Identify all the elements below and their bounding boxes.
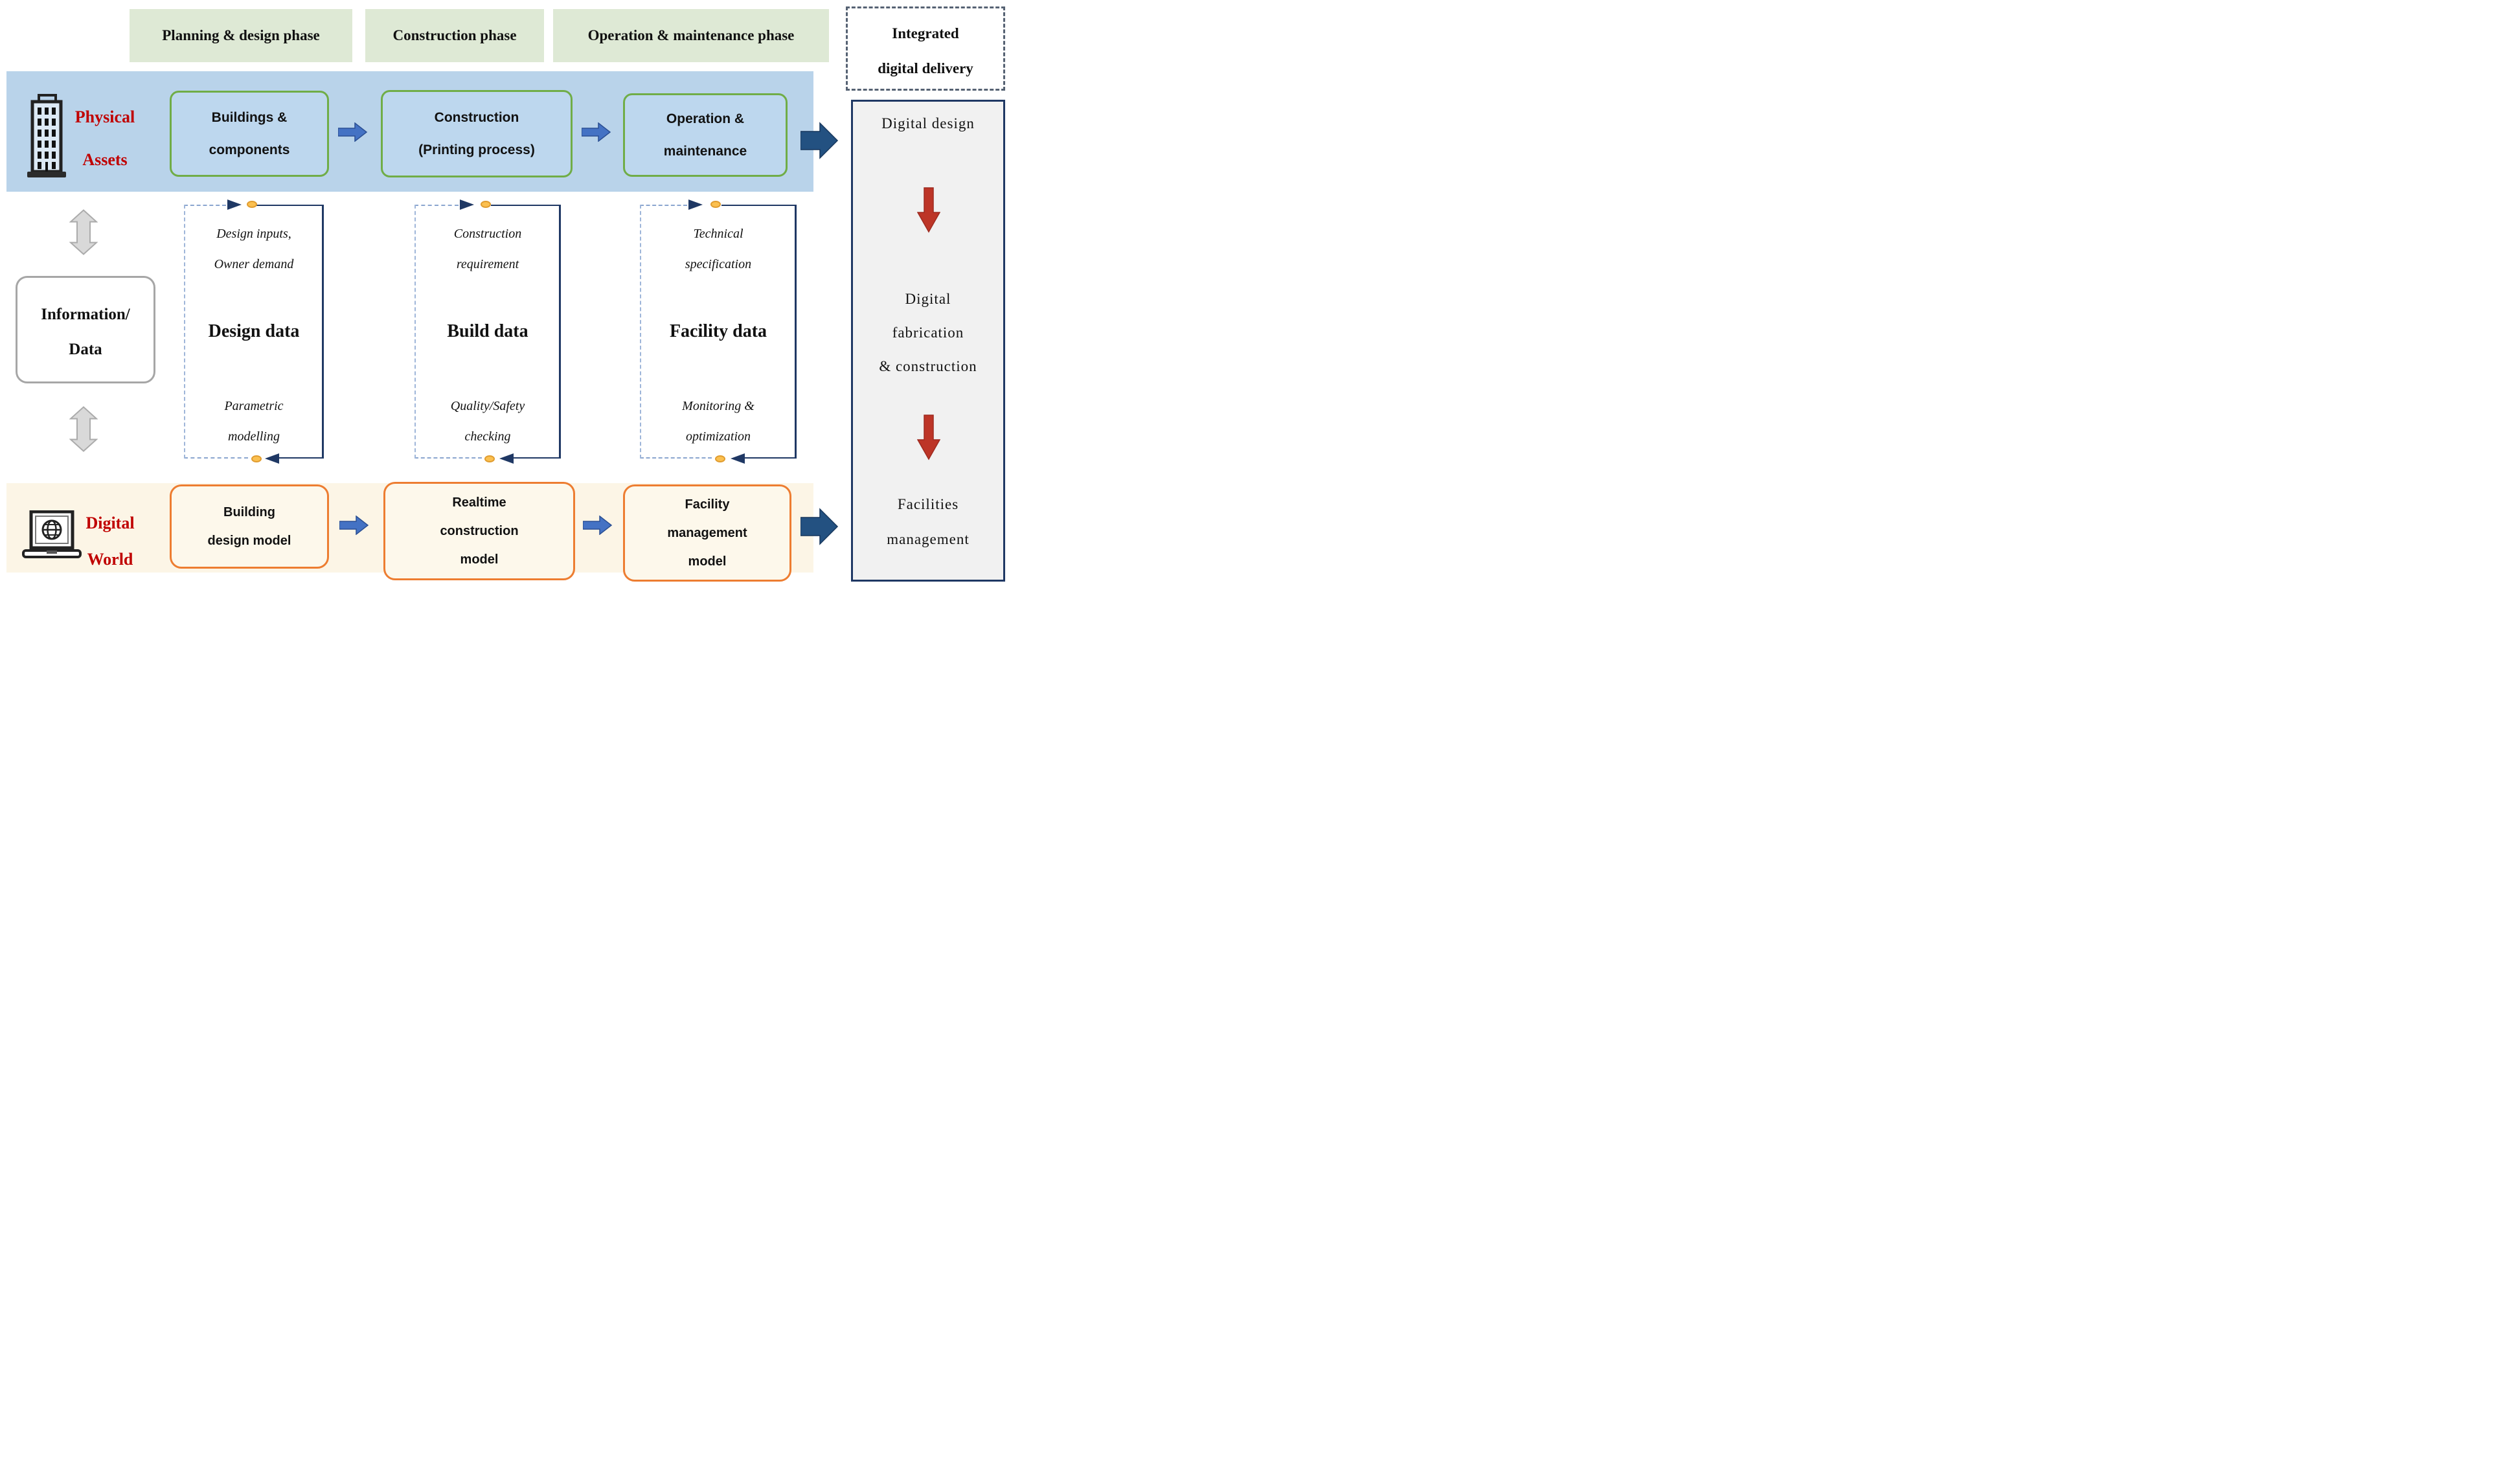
model-box-line: Realtime <box>452 495 506 510</box>
loop-data-title: Build data <box>447 321 528 341</box>
digital-world-label: Digital World <box>78 505 142 578</box>
loop-data-title: Facility data <box>669 321 767 341</box>
flow-node-dot <box>251 455 262 462</box>
loop-data-title: Design data <box>208 321 300 341</box>
physical-assets-label: Physical Assets <box>65 96 145 181</box>
box-construction-printing: Construction (Printing process) <box>381 90 573 177</box>
loop-edge <box>414 205 416 459</box>
loop-edge <box>256 205 324 206</box>
box-operation-line2: maintenance <box>663 143 747 159</box>
phase-header-planning: Planning & design phase <box>130 9 352 62</box>
arrow-big-right-icon <box>800 508 839 545</box>
flow-arrowhead-left-icon <box>265 453 280 464</box>
loop-edge <box>795 205 797 459</box>
flow-arrowhead-right-icon <box>688 199 703 210</box>
information-line1: Information/ <box>41 306 130 323</box>
delivery-digital-design: Digital design <box>881 115 975 131</box>
building-icon <box>27 94 66 177</box>
loop-edge <box>512 457 561 459</box>
feedback-loop-design: Design inputs,Owner demand Design data P… <box>184 199 324 464</box>
integrated-line2: digital delivery <box>878 60 973 76</box>
integrated-line1: Integrated <box>892 25 959 41</box>
loop-edge <box>721 205 797 206</box>
flow-node-dot <box>484 455 495 462</box>
laptop-icon <box>22 510 82 558</box>
figure-canvas: Planning & design phase Construction pha… <box>0 0 1008 586</box>
loop-edge <box>640 205 687 206</box>
loop-edge <box>184 457 249 459</box>
model-box-line: construction <box>440 524 519 538</box>
box-realtime-construction-model: Realtime construction model <box>383 482 575 580</box>
double-arrow-vertical-icon <box>69 406 98 452</box>
phase-header-operation: Operation & maintenance phase <box>553 9 829 62</box>
flow-node-dot <box>710 201 721 208</box>
loop-input-label: Design inputs,Owner demand <box>214 227 294 271</box>
loop-edge <box>640 457 712 459</box>
model-box-line: Facility <box>685 497 730 512</box>
model-box-line: Building <box>223 505 275 519</box>
arrow-down-red-icon <box>917 415 940 460</box>
loop-edge <box>184 205 226 206</box>
arrow-right-icon <box>583 516 613 535</box>
double-arrow-vertical-icon <box>69 209 98 255</box>
delivery-digital-fabrication: Digital fabrication & construction <box>879 291 977 374</box>
box-operation-line1: Operation & <box>666 111 745 126</box>
flow-arrowhead-left-icon <box>499 453 514 464</box>
flow-arrowhead-right-icon <box>460 199 475 210</box>
physical-label-line2: Assets <box>82 150 128 169</box>
flow-node-dot <box>247 201 258 208</box>
model-box-line: model <box>460 552 499 567</box>
arrow-right-icon <box>338 122 368 142</box>
model-box-line: model <box>688 554 727 569</box>
delivery-facilities-management: Facilities management <box>887 496 970 547</box>
box-facility-management-model: Facility management model <box>623 484 791 582</box>
loop-edge <box>184 205 185 459</box>
box-construction-line1: Construction <box>434 109 519 125</box>
flow-arrowhead-right-icon <box>227 199 242 210</box>
flow-node-dot <box>480 201 491 208</box>
model-box-line: management <box>667 526 747 540</box>
flow-node-dot <box>715 455 726 462</box>
physical-label-line1: Physical <box>74 108 135 126</box>
globe-icon <box>41 519 62 540</box>
digital-label-line2: World <box>87 550 133 569</box>
arrow-down-red-icon <box>917 187 940 233</box>
integrated-digital-delivery-box: Integrated digital delivery <box>846 6 1005 91</box>
loop-output-label: Monitoring &optimization <box>682 399 755 444</box>
arrow-right-icon <box>339 516 369 535</box>
integrated-delivery-panel <box>851 100 1005 582</box>
information-data-box: Information/ Data <box>16 276 155 383</box>
loop-edge <box>414 457 482 459</box>
loop-edge <box>322 205 324 459</box>
box-buildings-line1: Buildings & <box>211 109 288 125</box>
box-operation-maintenance: Operation & maintenance <box>623 93 788 177</box>
box-buildings-components: Buildings & components <box>170 91 329 177</box>
box-buildings-line2: components <box>209 142 290 157</box>
loop-edge <box>745 457 797 459</box>
loop-edge <box>640 205 641 459</box>
box-building-design-model: Building design model <box>170 484 329 569</box>
arrow-big-right-icon <box>800 122 839 159</box>
model-box-line: design model <box>207 534 291 548</box>
arrow-right-icon <box>582 122 611 142</box>
digital-label-line1: Digital <box>85 514 135 532</box>
loop-edge <box>277 457 324 459</box>
phase-header-construction: Construction phase <box>365 9 544 62</box>
information-line2: Data <box>69 341 102 358</box>
loop-edge <box>490 205 561 206</box>
loop-edge <box>559 205 561 459</box>
flow-arrowhead-left-icon <box>731 453 745 464</box>
loop-edge <box>414 205 459 206</box>
box-construction-line2: (Printing process) <box>418 142 535 157</box>
